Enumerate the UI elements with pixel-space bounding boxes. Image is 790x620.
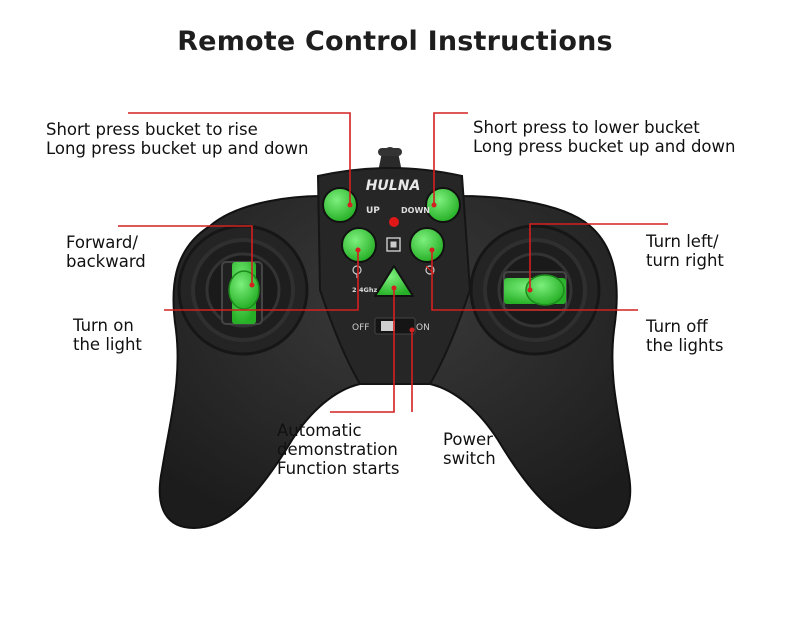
callout-line: turn right [646,251,724,270]
chip-icon [386,237,401,252]
leader-arrowheads [249,202,533,333]
antenna [378,147,402,172]
callout-forward-backward: Forward/ backward [66,233,146,271]
callout-line: Power [443,430,493,449]
callout-line: the light [73,335,142,354]
callout-line: the lights [646,336,724,355]
down-label: DOWN [401,206,430,215]
callout-line: Long press bucket up and down [473,137,736,156]
up-label: UP [366,206,380,216]
lightbulb-icon [352,265,362,278]
callout-line: switch [443,449,496,468]
callout-line: backward [66,252,146,271]
callout-auto-demo: Automatic demonstration Function starts [277,421,399,478]
callout-turn-off-lights: Turn off the lights [646,317,724,355]
callout-bucket-lower: Short press to lower bucket Long press b… [473,118,735,156]
callout-line: demonstration [277,440,398,459]
frequency-label: 2.4Ghz [352,286,377,294]
callout-line: Function starts [277,459,400,478]
off-label: OFF [352,323,369,333]
page-title: Remote Control Instructions [177,26,613,57]
callout-line: Turn off [646,317,708,336]
right-stick[interactable] [469,224,601,356]
up-button[interactable] [322,187,358,223]
callout-line: Automatic [277,421,362,440]
callout-line: Long press bucket up and down [46,139,309,158]
leader-lines [118,112,668,413]
power-switch[interactable] [374,317,416,335]
callout-line: Turn on [73,316,134,335]
brand-logo: HULNA [366,178,421,194]
power-led [389,217,399,227]
left-stick[interactable] [177,224,309,356]
callout-turn-left-right: Turn left/ turn right [646,232,724,270]
callout-power-switch: Power switch [443,430,496,468]
callout-turn-on-light: Turn on the light [73,316,142,354]
callout-line: Forward/ [66,233,138,252]
callout-line: Turn left/ [646,232,719,251]
callout-bucket-rise: Short press bucket to rise Long press bu… [46,120,308,158]
light-off-button[interactable] [409,227,445,263]
light-on-button[interactable] [341,227,377,263]
down-button[interactable] [425,187,461,223]
callout-line: Short press to lower bucket [473,118,700,137]
callout-line: Short press bucket to rise [46,120,258,139]
on-label: ON [416,323,430,333]
